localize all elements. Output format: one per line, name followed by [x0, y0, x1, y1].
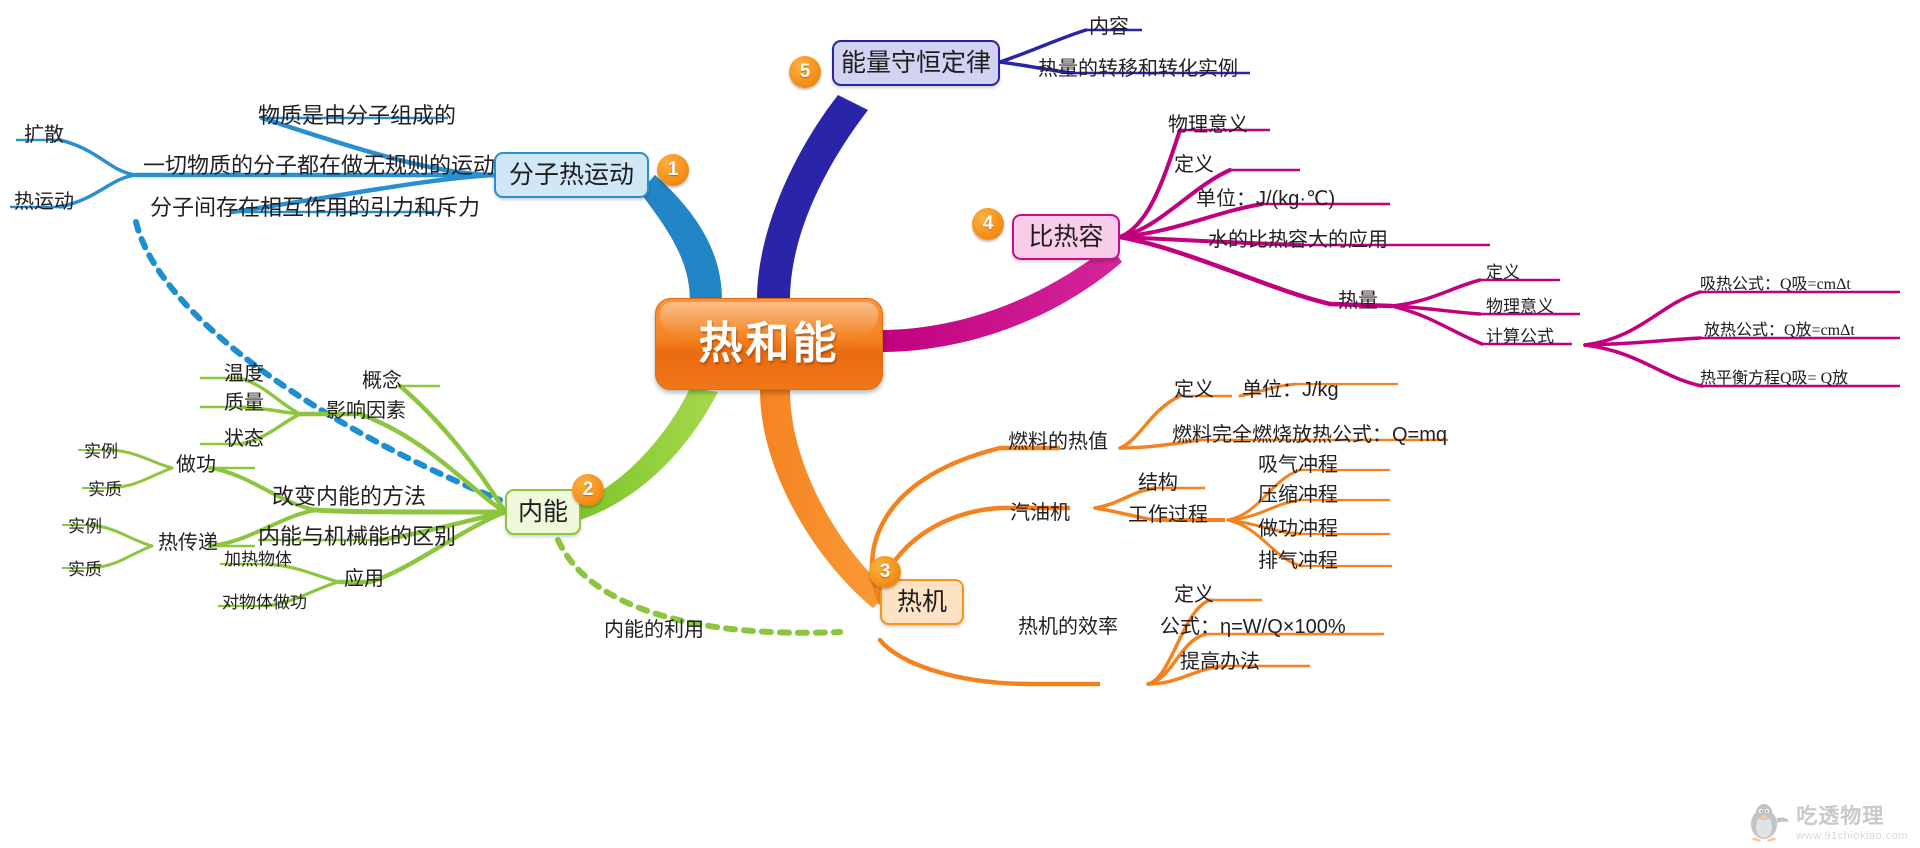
leaf-influencing-factors: 影响因素: [326, 400, 406, 422]
leaf-concept: 概念: [362, 370, 402, 392]
branch-node-molecular-motion[interactable]: 分子热运动: [494, 152, 649, 198]
branch-badge-4: 4: [972, 208, 1004, 240]
leaf-calorific-unit: 单位：J/kg: [1242, 379, 1339, 401]
leaf-unit: 单位：J/(kg·℃): [1196, 188, 1336, 210]
badge-number: 4: [982, 213, 994, 234]
branch-node-specific-heat[interactable]: 比热容: [1012, 214, 1120, 260]
leaf-structure: 结构: [1138, 472, 1178, 494]
watermark: 吃透物理 www.91chiokiao.com: [1744, 800, 1908, 842]
leaf-mass: 质量: [224, 392, 264, 414]
leaf-internal-energy-utilization: 内能的利用: [604, 619, 704, 641]
badge-number: 5: [799, 61, 811, 82]
leaf-thermal-motion: 热运动: [14, 191, 74, 213]
leaf-doing-work: 做功: [176, 454, 216, 476]
leaf-heat-transfer: 热传递: [158, 532, 218, 554]
leaf-all-molecules-random-motion: 一切物质的分子都在做无规则的运动: [143, 153, 496, 178]
branch-node-label: 能量守恒定律: [840, 48, 991, 77]
leaf-exhaust-stroke: 排气冲程: [1258, 550, 1338, 572]
center-node[interactable]: 热和能: [655, 298, 883, 390]
leaf-methods-to-change-internal-energy: 改变内能的方法: [272, 484, 427, 509]
leaf-physical-meaning: 物理意义: [1168, 114, 1248, 136]
branch-node-label: 内能: [517, 497, 568, 526]
badge-number: 1: [667, 159, 679, 180]
leaf-state: 状态: [224, 428, 264, 450]
leaf-heat-physical-meaning: 物理意义: [1486, 297, 1554, 316]
branch-node-heat-engine[interactable]: 热机: [880, 579, 964, 625]
leaf-improvement-methods: 提高办法: [1180, 651, 1260, 673]
branch-node-label: 分子热运动: [508, 160, 634, 189]
leaf-calorific-definition: 定义: [1174, 379, 1214, 401]
leaf-work-on-object: 对物体做功: [222, 593, 307, 612]
leaf-difference-internal-mechanical-energy: 内能与机械能的区别: [258, 524, 457, 549]
branch-badge-1: 1: [657, 154, 689, 186]
leaf-temperature: 温度: [224, 363, 264, 385]
leaf-gasoline-engine: 汽油机: [1010, 502, 1070, 524]
leaf-fuel-calorific-value: 燃料的热值: [1008, 431, 1108, 453]
leaf-heat-calculation-formula: 计算公式: [1486, 327, 1554, 346]
leaf-work-essence: 实质: [88, 480, 122, 499]
branch-badge-2: 2: [572, 474, 604, 506]
branch-badge-3: 3: [869, 556, 901, 588]
leaf-heating-object: 加热物体: [224, 550, 292, 569]
badge-number: 2: [582, 479, 594, 500]
penguin-logo-icon: [1751, 804, 1790, 842]
leaf-intake-stroke: 吸气冲程: [1258, 454, 1338, 476]
branch-node-energy-conservation[interactable]: 能量守恒定律: [832, 40, 1000, 86]
leaf-thermal-equilibrium-equation: 热平衡方程Q吸= Q放: [1700, 370, 1849, 387]
leaf-heat-engine-efficiency: 热机的效率: [1018, 616, 1118, 638]
leaf-intermolecular-forces: 分子间存在相互作用的引力和斥力: [150, 195, 481, 220]
leaf-efficiency-definition: 定义: [1174, 584, 1214, 606]
leaf-heat-quantity: 热量: [1338, 290, 1378, 312]
leaf-work-example: 实例: [84, 442, 118, 461]
branch-badge-5: 5: [789, 56, 821, 88]
leaf-matter-made-of-molecules: 物质是由分子组成的: [258, 103, 457, 128]
branch-node-internal-energy[interactable]: 内能: [505, 489, 581, 535]
watermark-title: 吃透物理: [1796, 805, 1885, 828]
leaf-heat-definition: 定义: [1486, 263, 1520, 282]
branch-node-label: 热机: [896, 587, 947, 616]
watermark-url: www.91chiokiao.com: [1796, 830, 1908, 842]
leaf-release-heat-formula: 放热公式：Q放=cmΔt: [1704, 322, 1855, 339]
leaf-absorb-heat-formula: 吸热公式：Q吸=cmΔt: [1700, 276, 1851, 293]
leaf-compression-stroke: 压缩冲程: [1258, 484, 1338, 506]
leaf-heat-transfer-conversion-examples: 热量的转移和转化实例: [1038, 58, 1238, 80]
leaf-efficiency-formula: 公式：η=W/Q×100%: [1160, 616, 1346, 638]
branch-node-label: 比热容: [1028, 222, 1104, 251]
leaf-water-high-specific-heat-application: 水的比热容大的应用: [1208, 229, 1388, 251]
leaf-content: 内容: [1089, 16, 1129, 38]
badge-number: 3: [879, 561, 891, 582]
leaf-working-process: 工作过程: [1128, 504, 1208, 526]
leaf-transfer-essence: 实质: [68, 560, 102, 579]
leaf-power-stroke: 做功冲程: [1258, 518, 1338, 540]
leaf-complete-combustion-formula: 燃料完全燃烧放热公式：Q=mq: [1172, 424, 1448, 446]
leaf-definition: 定义: [1174, 154, 1214, 176]
leaf-application: 应用: [344, 568, 384, 590]
leaf-diffusion: 扩散: [24, 124, 64, 146]
leaf-transfer-example: 实例: [68, 517, 102, 536]
center-node-label: 热和能: [698, 319, 840, 368]
